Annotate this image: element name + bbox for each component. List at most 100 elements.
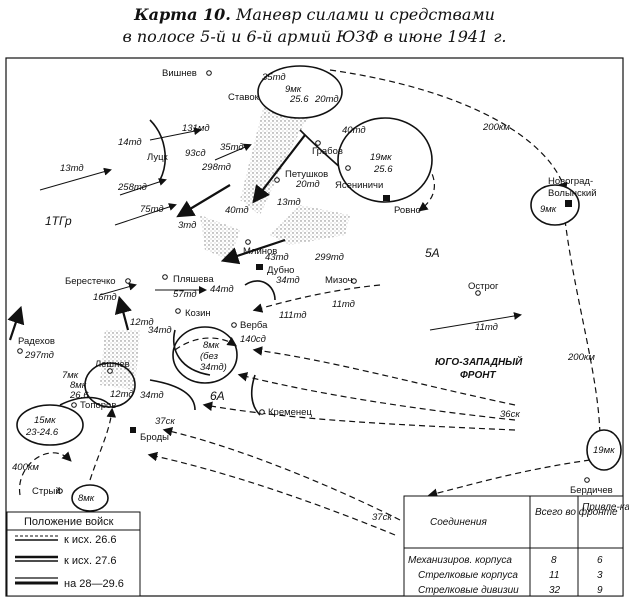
unit-44td: 44тд bbox=[210, 284, 234, 295]
city-verba: Верба bbox=[240, 320, 268, 331]
table-row-2-total: 11 bbox=[549, 570, 559, 581]
table-row-1-name: Механизиров. корпуса bbox=[408, 555, 512, 566]
city-stavok: Ставок bbox=[228, 92, 260, 103]
hq-brody bbox=[130, 427, 136, 433]
unit-labels: 35тд 9мк 25.6 20тд 131мд 14тд 93сд 35тд … bbox=[24, 72, 615, 523]
title-map-number: Карта 10. bbox=[134, 5, 231, 24]
distance-400km: 400км bbox=[12, 462, 39, 473]
attack-sector-dubno bbox=[200, 215, 240, 260]
unit-34td-dubno: 34тд bbox=[276, 275, 300, 286]
city-novograd-1: Новоград- bbox=[548, 176, 593, 187]
arrow-8mk-berdichev-route bbox=[427, 459, 591, 498]
axis-14td bbox=[149, 127, 202, 141]
legend-item-3: на 28—29.6 bbox=[64, 578, 124, 590]
area-8mk-dubno bbox=[172, 326, 238, 384]
unit-131md: 131мд bbox=[182, 123, 210, 134]
legend-title: Положение войск bbox=[24, 516, 114, 528]
town-berdichev-marker bbox=[584, 477, 590, 483]
map-frame bbox=[5, 57, 624, 597]
city-ostrog: Острог bbox=[468, 281, 499, 292]
stats-table: Соединения Всего во фронте Привле-калось… bbox=[403, 495, 629, 597]
arrow-front-west bbox=[252, 284, 381, 313]
distance-200km-east: 200км bbox=[567, 352, 595, 363]
front-line-luck bbox=[149, 119, 166, 181]
unit-11td-ostrog: 11тд bbox=[475, 322, 498, 333]
unit-date-19mk: 25.6 bbox=[373, 164, 393, 175]
unit-299td: 299тд bbox=[314, 252, 344, 263]
axis-11td bbox=[429, 312, 522, 331]
front-line-kremenec bbox=[250, 374, 261, 416]
legend-item-2: к исх. 27.6 bbox=[64, 555, 117, 567]
title-line-2: в полосе 5-й и 6-й армий ЮЗФ в июне 1941… bbox=[122, 27, 507, 46]
city-leshnev: Лешнев bbox=[95, 359, 130, 370]
title-main-text: Маневр силами и средствами bbox=[230, 5, 495, 24]
table-header-name: Соединения bbox=[430, 517, 487, 528]
table-row-3-maneuver: 9 bbox=[597, 585, 603, 596]
unit-8mk-stryi: 8мк bbox=[78, 493, 95, 504]
arrow-8mk-march bbox=[18, 451, 72, 496]
front-label-2: ФРОНТ bbox=[460, 370, 496, 381]
unit-298td: 298тд bbox=[201, 162, 231, 173]
town-leshnev-marker bbox=[107, 368, 113, 374]
attack-sectors bbox=[100, 70, 350, 390]
arrow-12td-thrust bbox=[114, 295, 132, 331]
table-header-total: Всего во фронте bbox=[535, 506, 618, 518]
unit-13td-west: 13тд bbox=[60, 163, 84, 174]
city-labels: Вишнев Ставок Грабов Луцк Петушков Ясени… bbox=[18, 68, 613, 497]
arrow-radehov-thrust bbox=[7, 305, 25, 341]
map-title: Карта 10. Маневр силами и средствами в п… bbox=[0, 4, 629, 48]
german-axes bbox=[39, 127, 522, 331]
corps-areas bbox=[16, 65, 622, 512]
area-8mk-stryi bbox=[71, 484, 109, 512]
unit-12td-north: 12тд bbox=[130, 317, 154, 328]
unit-20td-mid: 20тд bbox=[295, 179, 320, 190]
table-row-3-total: 32 bbox=[549, 585, 561, 596]
town-yaseniniči-marker bbox=[345, 165, 351, 171]
axis-258td bbox=[119, 178, 167, 196]
city-rovno: Ровно bbox=[394, 205, 421, 216]
town-verba-marker bbox=[231, 322, 237, 328]
city-vishnev: Вишнев bbox=[162, 68, 197, 79]
title-line-1: Карта 10. Маневр силами и средствами bbox=[0, 4, 629, 26]
arrow-36sk-3 bbox=[202, 401, 516, 431]
unit-14td: 14тд bbox=[118, 137, 142, 148]
unit-8mk-note-1: (без bbox=[200, 351, 219, 362]
city-dubno: Дубно bbox=[267, 265, 294, 276]
unit-20td-top: 20тд bbox=[314, 94, 339, 105]
arrow-36sk-2 bbox=[237, 372, 516, 421]
area-19mk-berdichev bbox=[586, 429, 622, 471]
city-grabov: Грабов bbox=[312, 146, 343, 157]
city-brody: Броды bbox=[140, 432, 169, 443]
city-stryi: Стрый bbox=[32, 486, 61, 497]
city-petushkov: Петушков bbox=[285, 169, 328, 180]
table-header-maneuver: Привле-калось к маневру bbox=[582, 502, 629, 513]
city-berdichev: Бердичев bbox=[570, 485, 613, 496]
front-line-brody bbox=[149, 379, 196, 411]
front-line-dubno bbox=[244, 280, 276, 301]
arrow-9mk-to-novograd bbox=[329, 69, 568, 193]
town-radehov-marker bbox=[17, 348, 23, 354]
attack-sector-southwest bbox=[100, 330, 140, 390]
unit-8mk-center: 8мк bbox=[203, 340, 220, 351]
unit-258td: 258тд bbox=[117, 182, 147, 193]
table-row-2-name: Стрелковые корпуса bbox=[418, 570, 518, 581]
unit-date-9mk: 25.6 bbox=[289, 94, 309, 105]
front-label-1: ЮГО-ЗАПАДНЫЙ bbox=[435, 355, 523, 368]
city-novograd-2: Волынский bbox=[548, 188, 597, 199]
maneuver-arrows bbox=[18, 69, 605, 536]
unit-19mk-berdichev: 19мк bbox=[593, 445, 615, 456]
unit-37sk-south: 37ск bbox=[372, 512, 392, 523]
unit-date-15mk: 23-24.6 bbox=[25, 427, 59, 438]
arrow-19mk-route bbox=[414, 149, 435, 212]
table-row-1-total: 8 bbox=[551, 555, 557, 566]
town-ostrog-marker bbox=[475, 290, 481, 296]
unit-8mk-note-2: 34тд) bbox=[200, 362, 227, 373]
unit-34td-south: 34тд bbox=[140, 390, 164, 401]
front-line-8mk bbox=[173, 329, 211, 376]
unit-3td: 3тд bbox=[178, 220, 196, 231]
army-label-6a: 6А bbox=[210, 389, 225, 403]
unit-7mk: 7мк bbox=[62, 370, 79, 381]
unit-15mk: 15мк bbox=[34, 415, 56, 426]
unit-43td: 43тд bbox=[265, 252, 289, 263]
axis-16td bbox=[99, 282, 137, 296]
